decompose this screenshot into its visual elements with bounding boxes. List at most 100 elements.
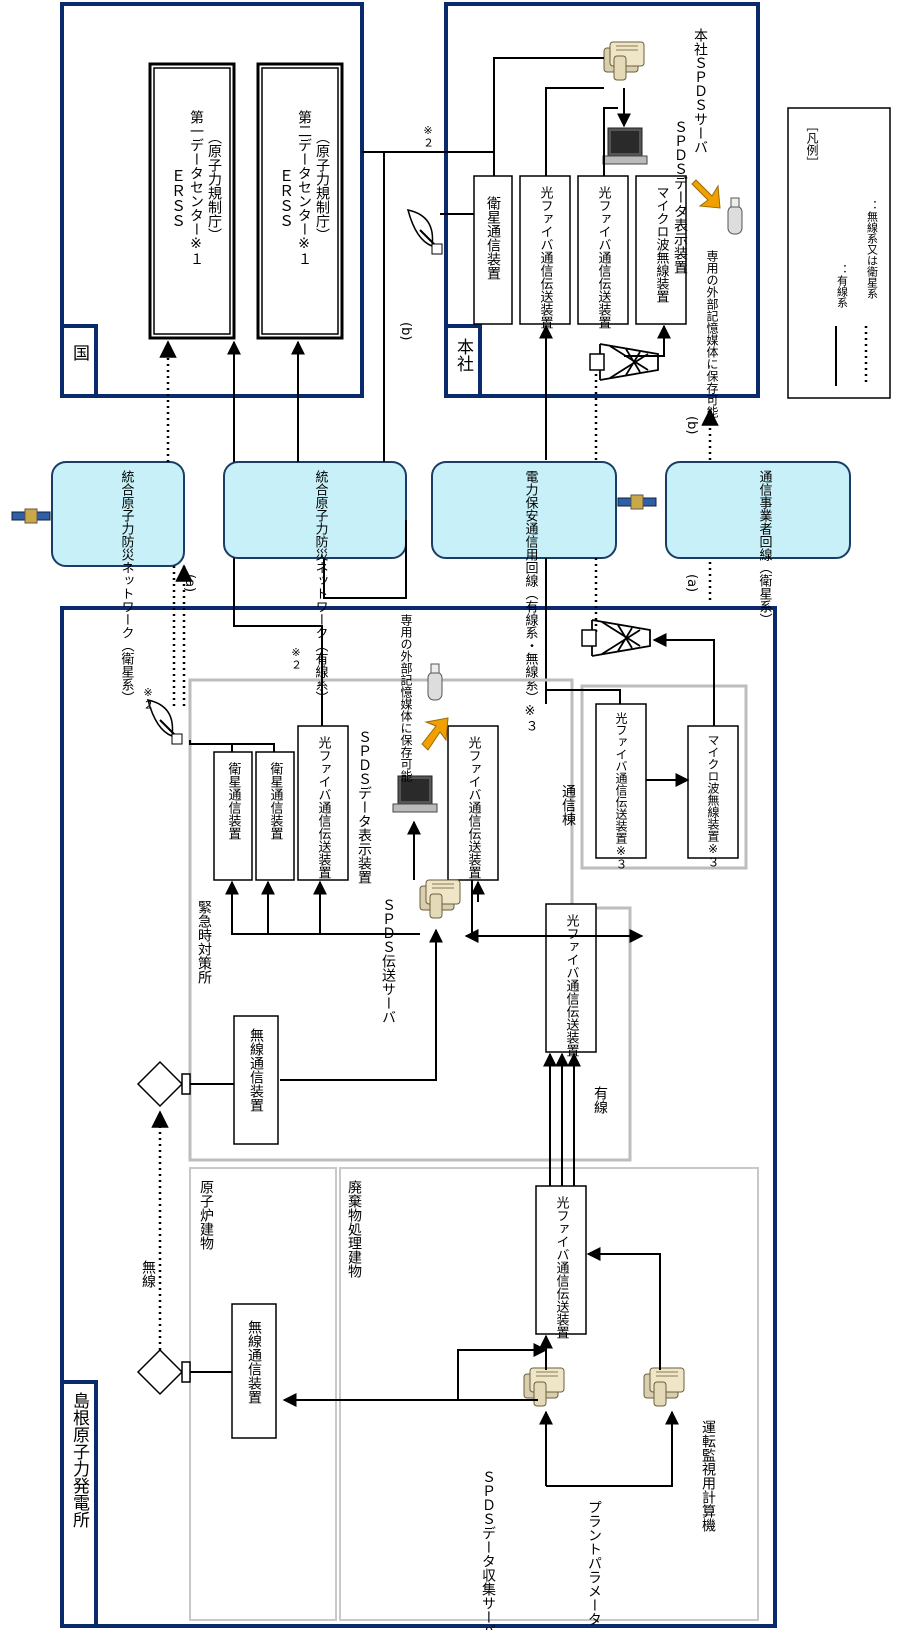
plant-param-to-process [546, 1410, 679, 1487]
sat2-to-dish [232, 743, 275, 752]
plant-parameter-label: プラントパラメータ [586, 1500, 602, 1626]
network-2 [223, 461, 407, 559]
hq-fiber-server-link [545, 87, 604, 176]
legend-wireless-label: ：無線系又は衛星系 [866, 200, 879, 299]
process-computer-label: 運転監視用計算機 [700, 1420, 716, 1533]
hq-tower-icon [589, 343, 659, 381]
hq-server-icon [603, 41, 645, 81]
hq-marker-b: (b) [398, 322, 413, 340]
hq-display-label: ＳＰＤＳデータ表示装置 [672, 120, 688, 274]
micro-to-tower [652, 633, 715, 726]
hq-fiber2-box [577, 175, 629, 325]
plant-note2a: ※２ [142, 686, 155, 710]
fiber-ec-to-network [233, 558, 323, 726]
hq-fiber1-label: 光ファイバ通信伝送装置 [538, 186, 554, 329]
zone-comm-building [580, 684, 748, 870]
hq-note2: ※２ [422, 124, 435, 148]
hq-fiber1-box [519, 175, 571, 325]
plant-tower-icon [581, 619, 651, 657]
plant-fiber-mid-box [545, 903, 597, 1053]
plant-frame [60, 606, 777, 1628]
satellite-icon-2 [617, 494, 657, 510]
erss1-inner [153, 67, 231, 335]
marker-b2: (b) [684, 416, 699, 434]
erss1-line1: ＥＲＳＳ [169, 168, 187, 228]
zone-emergency-center [188, 678, 632, 1162]
network-1-label: 統合原子力防災ネットワーク（衛星系） [119, 470, 135, 704]
satellite-icon-1 [11, 508, 51, 524]
plant-title: 島根原子力発電所 [69, 1392, 90, 1528]
erss2-line2: 第二データセンター※１ [296, 109, 312, 266]
legend-wired-label: ：有線系 [836, 264, 849, 308]
plant-wireless-rb-label: 無線通信装置 [246, 1320, 262, 1404]
transmit-to-sat1 [225, 880, 420, 935]
sat1-to-dish [189, 740, 233, 752]
plant-note2b: ※２ [290, 646, 303, 670]
hq-fiber2-link [603, 107, 618, 176]
fiber-comm-up [546, 689, 621, 704]
marker-a2: (a) [684, 574, 699, 592]
plant-fiber-wb-label: 光ファイバ通信伝送装置 [554, 1196, 570, 1339]
hq-title-tab [444, 324, 482, 398]
hq-title: 本社 [453, 338, 474, 372]
plant-title-tab [60, 1380, 98, 1628]
plant-micro-comm-label: マイクロ波無線装置※３ [706, 734, 720, 868]
plant-wireless-ec-box [233, 1015, 279, 1145]
plant-fiber-display-label: 光ファイバ通信伝送装置 [466, 736, 482, 879]
network-1 [51, 461, 185, 567]
spds-collect-server-label: ＳＰＤＳデータ収集サーバ [480, 1470, 496, 1630]
plant-micro-comm-box [687, 725, 739, 859]
zone-waste-label: 廃棄物処理建物 [346, 1179, 362, 1279]
spds-transmit-server-label: ＳＰＤＳ伝送サーバ [380, 898, 396, 1024]
fiber-display-to-comm [471, 880, 644, 943]
hq-server-label: 本社ＳＰＤＳサーバ [692, 28, 708, 154]
hq-save-arrow-icon [691, 179, 721, 209]
erss2-line1: ＥＲＳＳ [277, 168, 295, 228]
hq-sat-server-link [493, 57, 604, 176]
hq-media-note: 専用の外部記憶媒体に保存可能 [705, 250, 719, 418]
erss2-inner [261, 67, 339, 335]
zone-emergency-label: 緊急時対策所 [196, 900, 212, 984]
hq-usb-icon [727, 197, 743, 235]
plant-fiber-comm-label: 光ファイバ通信伝送装置※３ [614, 712, 628, 870]
plant-save-arrow-icon [421, 717, 449, 751]
legend-title: ［凡例］ [805, 120, 819, 168]
hq-sat-box [473, 175, 513, 325]
erss1-line3: （原子力規制庁） [206, 130, 222, 242]
hq-fiber2-label: 光ファイバ通信伝送装置 [596, 186, 612, 329]
plant-fiber-ec-label: 光ファイバ通信伝送装置 [316, 736, 332, 879]
plant-usb-icon [427, 663, 443, 701]
link-n2-loop [323, 520, 407, 599]
wireless-label: 無線 [140, 1260, 156, 1288]
spds-display-label: ＳＰＤＳデータ表示装置 [356, 730, 372, 884]
zone-reactor-building [189, 1167, 337, 1621]
process-to-fiber-wb [586, 1247, 661, 1370]
hq-micro-box [635, 175, 687, 325]
erss2-line3: （原子力規制庁） [314, 130, 330, 242]
hq-sat-label: 衛星通信装置 [485, 196, 501, 280]
plant-fiber-wb-box [535, 1185, 587, 1335]
plant-fiber-mid-label: 光ファイバ通信伝送装置 [564, 914, 580, 1057]
hq-micro-in [624, 324, 671, 357]
network-2-label: 統合原子力防災ネットワーク（有線系） [313, 470, 329, 704]
collect-loop [457, 1343, 548, 1400]
hq-dish-icon [407, 209, 443, 255]
network-3 [431, 461, 617, 559]
wired-label: 有線 [592, 1086, 608, 1114]
wireless-ec-to-transmit [280, 928, 443, 1081]
network-4-label: 通信事業者回線（衛星系） [757, 470, 773, 626]
country-title-tab [60, 324, 98, 398]
process-computer-icon [643, 1367, 685, 1407]
country-frame [60, 2, 364, 398]
plant-wireless-rb-box [231, 1303, 277, 1439]
spds-transmit-server-icon [419, 879, 461, 919]
plant-fiber-ec-box [297, 725, 349, 881]
hq-frame [444, 2, 760, 398]
plant-media-note: 専用の外部記憶媒体に保存可能 [399, 614, 413, 782]
hq-display-icon [602, 127, 648, 165]
network-4 [665, 461, 851, 559]
plant-sat2-label: 衛星通信装置 [268, 762, 284, 840]
zone-comm-label: 通信棟 [560, 784, 576, 826]
country-title: 国 [69, 344, 89, 361]
